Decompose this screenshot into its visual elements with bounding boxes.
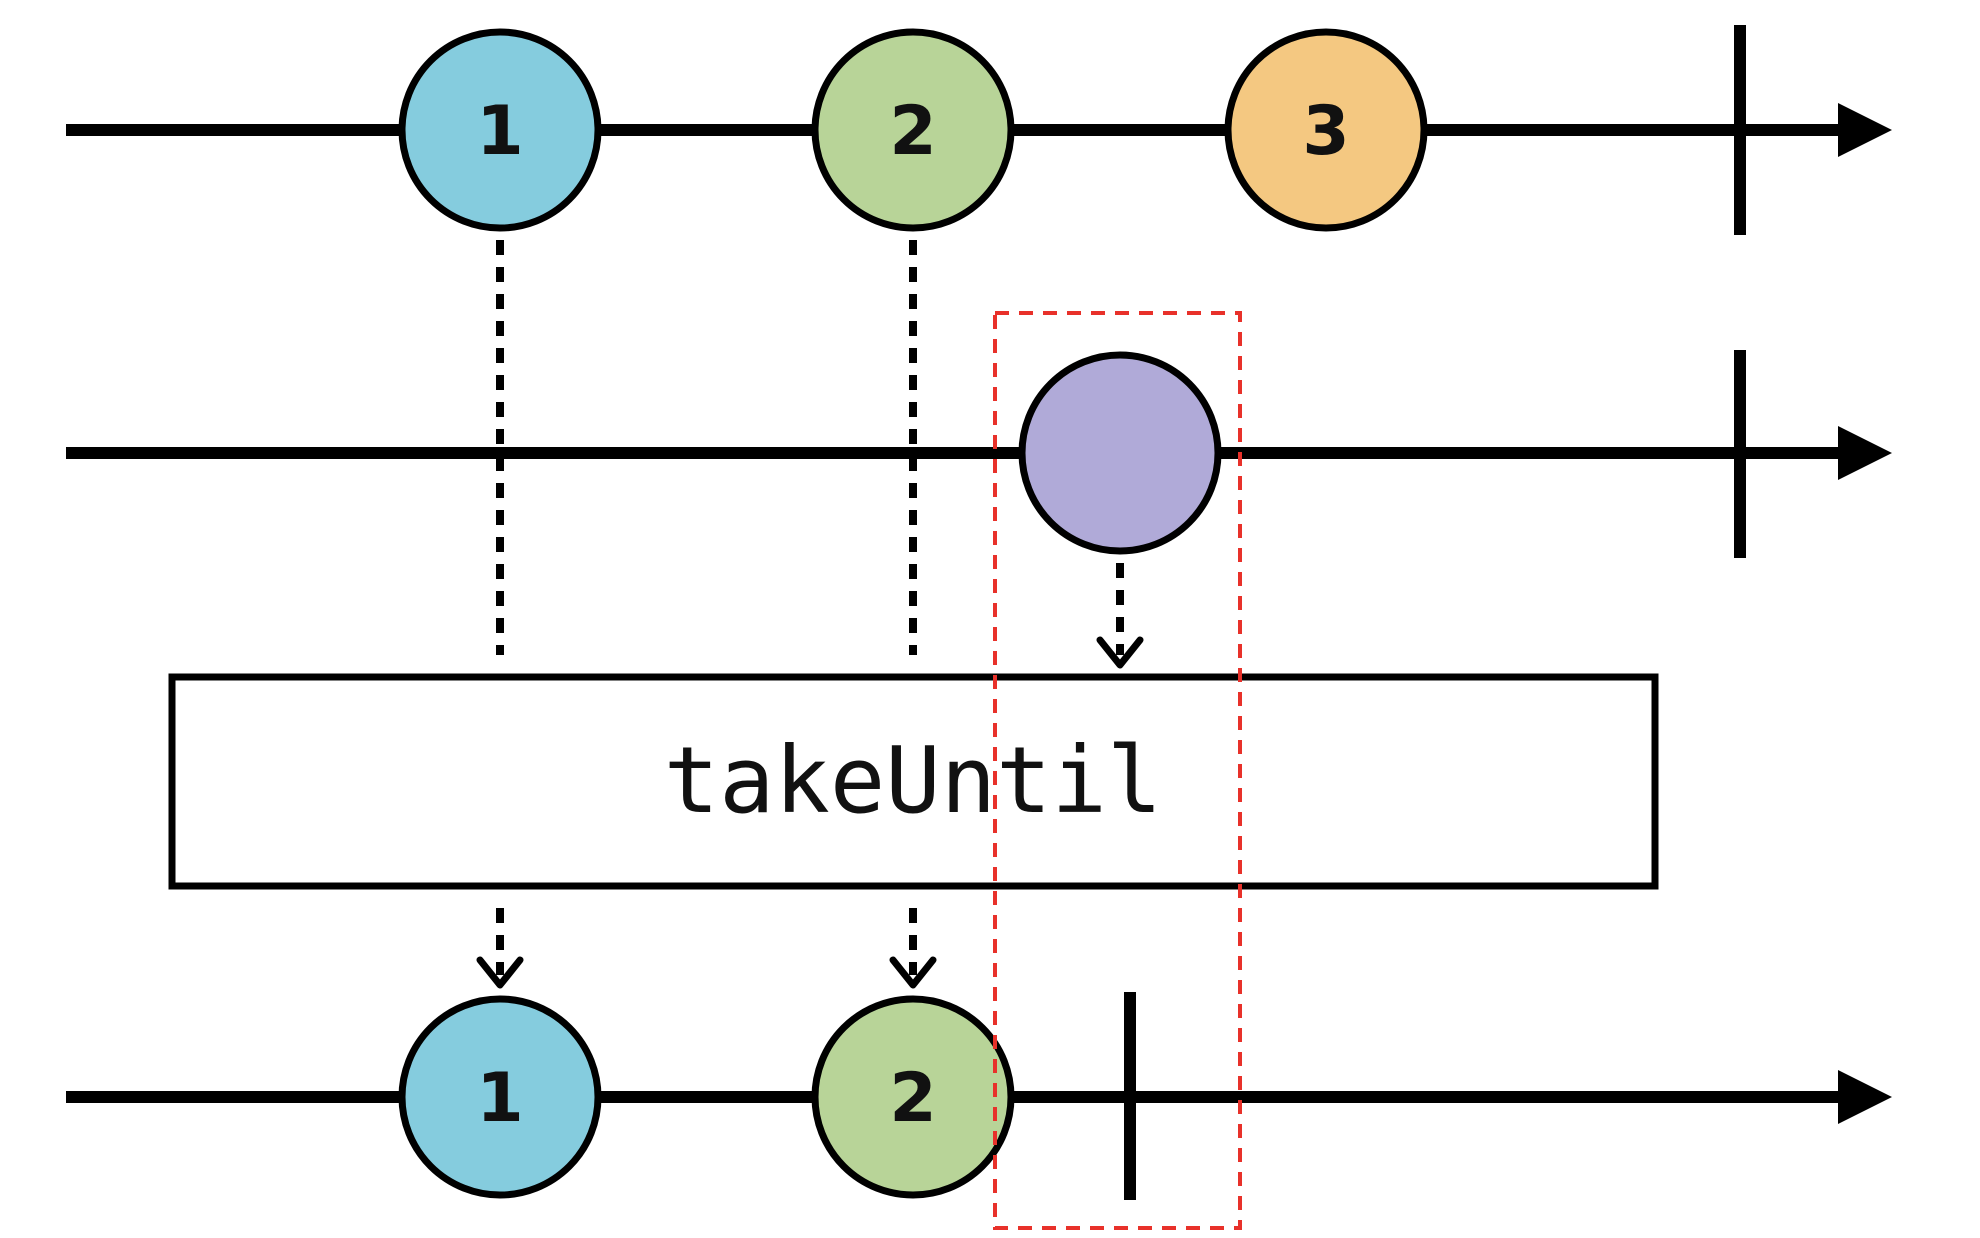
result-arrowhead (1838, 1070, 1892, 1124)
result-marble-2: 2 (811, 995, 1015, 1199)
source-marble-3: 3 (1224, 28, 1428, 232)
notifier-marble (1018, 351, 1222, 555)
notifier-stream (66, 350, 1892, 669)
result-stream: 1 2 (66, 992, 1892, 1200)
result-marble-1-label: 1 (476, 1059, 523, 1138)
source-marble-3-label: 3 (1302, 92, 1349, 171)
result-down-arrow-icon-1 (476, 956, 524, 989)
source-arrowhead (1838, 103, 1892, 157)
operator-box: takeUntil (168, 673, 1659, 890)
result-marble-2-label: 2 (889, 1059, 936, 1138)
source-marble-1: 1 (398, 28, 602, 232)
source-stream: 1 2 3 (66, 25, 1892, 235)
notifier-down-arrow-icon (1096, 636, 1144, 669)
notifier-arrowhead (1838, 426, 1892, 480)
source-marble-1-label: 1 (476, 92, 523, 171)
operator-label: takeUntil (664, 727, 1163, 834)
source-marble-2: 2 (811, 28, 1015, 232)
result-down-arrow-icon-2 (889, 956, 937, 989)
result-marble-1: 1 (398, 995, 602, 1199)
highlight-box (993, 311, 1242, 1230)
source-marble-2-label: 2 (889, 92, 936, 171)
